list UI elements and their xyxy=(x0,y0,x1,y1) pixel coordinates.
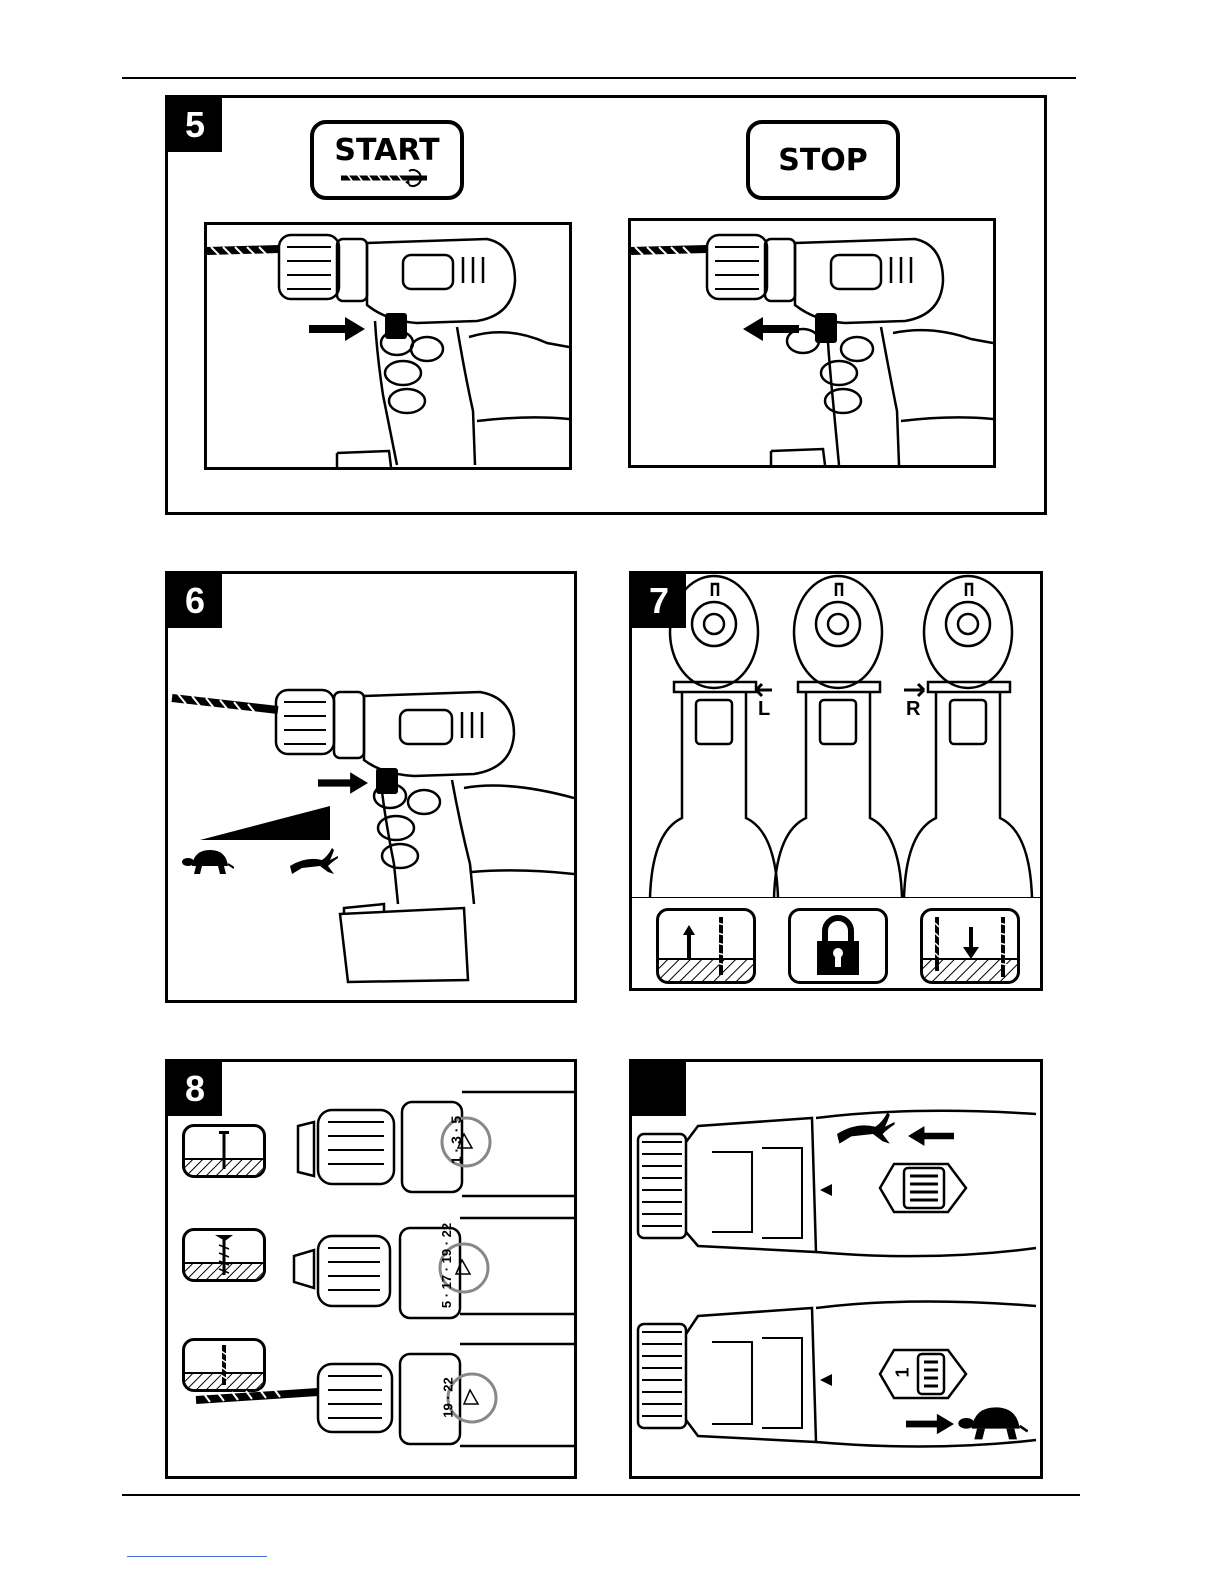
torque-setting-illustration xyxy=(168,1062,574,1476)
footer-rule xyxy=(122,1494,1080,1496)
torque-scale-bottom: 19 · 22 xyxy=(441,1377,456,1417)
torque-scale-middle: 5 · 17 · 19 · 22 xyxy=(439,1223,454,1308)
footer-link-underline xyxy=(127,1556,267,1557)
drill-bit-icon xyxy=(337,168,437,188)
start-button-graphic: START xyxy=(310,120,464,200)
header-rule xyxy=(122,77,1076,79)
figure-6-panel: 6 xyxy=(165,571,577,1003)
rotation-direction-illustration xyxy=(632,574,1040,898)
stop-drill-illustration xyxy=(628,218,996,468)
speed-control-illustration xyxy=(168,574,574,1000)
gear-one-label: 1 xyxy=(893,1367,914,1377)
hare-icon xyxy=(834,1110,900,1146)
arrow-right-icon xyxy=(309,315,365,343)
screw-out-icon xyxy=(656,908,756,984)
figure-6-number: 6 xyxy=(168,574,222,628)
direction-left-label: L xyxy=(758,698,770,721)
stop-button-graphic: STOP xyxy=(746,120,900,200)
screw-in-icon xyxy=(920,908,1020,984)
tortoise-icon xyxy=(182,846,234,876)
figure-7-number: 7 xyxy=(632,574,686,628)
torque-scale-top: 1 · 3 · 5 xyxy=(448,1116,464,1164)
figure-5-panel: 5 START STOP xyxy=(165,95,1047,515)
figure-5-number: 5 xyxy=(168,98,222,152)
stop-label: STOP xyxy=(778,143,868,178)
hare-icon xyxy=(288,846,342,876)
arrow-left-icon xyxy=(908,1122,954,1150)
arrow-right-icon xyxy=(318,770,368,796)
figure-9-number xyxy=(632,1062,686,1116)
arrow-right-icon xyxy=(906,1410,954,1438)
tortoise-icon xyxy=(958,1402,1028,1442)
figure-8-panel: 8 xyxy=(165,1059,577,1479)
start-label: START xyxy=(334,133,439,168)
start-drill-illustration xyxy=(204,222,572,470)
figure-7-panel: 7 xyxy=(629,571,1043,991)
direction-right-label: R xyxy=(906,698,920,721)
lock-icon xyxy=(788,908,888,984)
figure-9-panel: 1 xyxy=(629,1059,1043,1479)
arrow-left-icon xyxy=(743,315,799,343)
